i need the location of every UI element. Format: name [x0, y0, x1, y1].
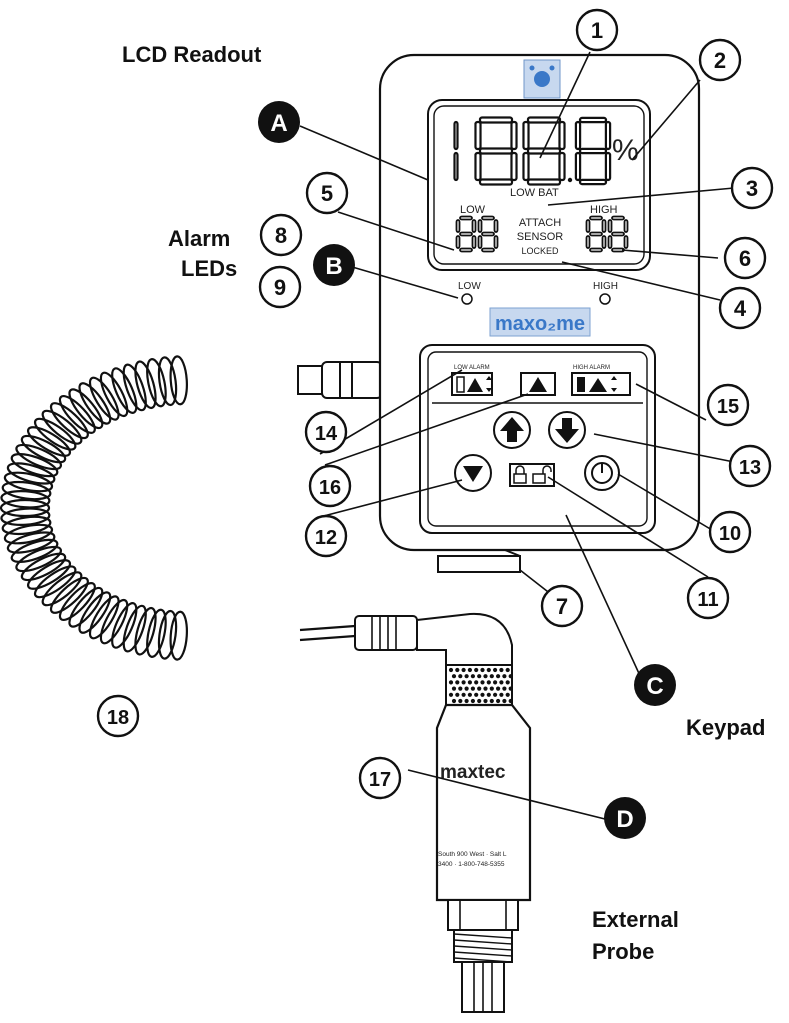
probe-knurled-collar: [448, 667, 513, 704]
svg-text:17: 17: [369, 769, 391, 791]
lcd-display: % LOW BAT LOW HIGH ATTACH SENSOR LOCKED: [427, 99, 651, 271]
lcd-low-bat: LOW BAT: [510, 187, 559, 199]
lock-icon: [513, 473, 527, 484]
svg-text:16: 16: [319, 477, 341, 499]
label-external-probe-line1: External: [592, 907, 679, 932]
label-keypad: Keypad: [686, 715, 765, 740]
brand-logo-icon: [523, 59, 561, 99]
callout-letter-b: B: [313, 244, 355, 286]
callout-15: 15: [706, 383, 750, 427]
svg-text:5: 5: [321, 181, 333, 206]
callout-letter-a: A: [258, 101, 300, 143]
svg-text:1: 1: [591, 18, 603, 43]
down-arrow-icon: [555, 418, 579, 443]
callout-12: 12: [304, 514, 348, 558]
cable-connector-top: [297, 361, 383, 399]
low-alarm-key[interactable]: [451, 372, 493, 396]
brand-label: maxo₂me: [489, 307, 591, 337]
callout-7: 7: [540, 584, 584, 628]
callout-5: 5: [305, 171, 349, 215]
lcd-attach: ATTACH: [519, 217, 561, 229]
lcd-decimal-point: [567, 177, 573, 183]
svg-text:A: A: [270, 110, 287, 137]
label-external-probe-line2: Probe: [592, 939, 654, 964]
up-arrow-icon: [500, 417, 524, 442]
callout-16: 16: [308, 464, 352, 508]
svg-text:B: B: [325, 253, 342, 280]
callout-3: 3: [730, 166, 774, 210]
svg-text:8: 8: [275, 223, 287, 248]
svg-text:3: 3: [746, 176, 758, 201]
callout-letter-d: D: [604, 797, 646, 839]
svg-text:6: 6: [739, 246, 751, 271]
led-low: [461, 293, 473, 305]
leader-lines: [299, 51, 735, 823]
callout-1: 1: [575, 8, 619, 52]
callout-10: 10: [708, 510, 752, 554]
callout-letter-c: C: [634, 664, 676, 706]
brand-text: maxo₂me: [495, 313, 585, 335]
svg-text:15: 15: [717, 396, 739, 418]
lcd-high-alarm-digits: [585, 215, 629, 253]
callout-13: 13: [728, 444, 772, 488]
led-high-label: HIGH: [593, 281, 618, 292]
lcd-percent-sign: %: [612, 134, 639, 167]
callout-18: 18: [96, 694, 140, 738]
power-key[interactable]: [584, 455, 620, 491]
probe-brand: maxtec: [440, 762, 506, 783]
svg-text:C: C: [646, 673, 663, 700]
lock-unlock-key[interactable]: [509, 463, 555, 487]
lcd-high-label: HIGH: [590, 204, 618, 216]
callout-14: 14: [304, 410, 348, 454]
callout-9: 9: [258, 265, 302, 309]
high-alarm-key[interactable]: [571, 372, 631, 396]
up-arrow-key[interactable]: [493, 411, 531, 449]
backlight-key[interactable]: [520, 372, 556, 396]
probe-cable: [299, 612, 513, 666]
svg-text:14: 14: [315, 423, 338, 445]
svg-text:13: 13: [739, 457, 761, 479]
lcd-locked: LOCKED: [521, 246, 559, 256]
external-probe: maxtec South 900 West · Salt L 3400 · 1-…: [435, 664, 532, 1013]
svg-text:2: 2: [714, 48, 726, 73]
keypad-low-alarm-label: LOW ALARM: [454, 365, 490, 371]
lcd-low-label: LOW: [460, 204, 486, 216]
svg-text:7: 7: [556, 594, 568, 619]
callout-8: 8: [259, 213, 303, 257]
svg-text:4: 4: [734, 296, 747, 321]
svg-text:D: D: [616, 806, 633, 833]
keypad-high-alarm-label: HIGH ALARM: [573, 365, 610, 371]
triangle-down-icon: [463, 466, 483, 482]
callout-11: 11: [686, 576, 730, 620]
svg-text:9: 9: [274, 275, 286, 300]
callout-4: 4: [718, 286, 762, 330]
callout-6: 6: [723, 236, 767, 280]
led-low-label: LOW: [458, 281, 481, 292]
lcd-low-alarm-digits: [455, 215, 499, 253]
callout-2: 2: [698, 38, 742, 82]
menu-key[interactable]: [454, 454, 492, 492]
label-alarm-leds-line2: LEDs: [181, 256, 237, 281]
lcd-sensor: SENSOR: [517, 231, 564, 243]
svg-text:10: 10: [719, 523, 741, 545]
label-alarm-leds-line1: Alarm: [168, 226, 230, 251]
callout-17: 17: [358, 756, 402, 800]
probe-address-line2: 3400 · 1-800-748-5355: [438, 861, 505, 868]
svg-text:12: 12: [315, 527, 337, 549]
svg-text:18: 18: [107, 707, 129, 729]
led-high: [599, 293, 611, 305]
down-arrow-key[interactable]: [548, 411, 586, 449]
label-lcd-readout: LCD Readout: [122, 42, 262, 67]
coiled-cable: [0, 355, 188, 661]
alarm-leds: LOW HIGH: [458, 281, 618, 305]
unlock-icon: [532, 473, 546, 484]
probe-address-line1: South 900 West · Salt L: [438, 851, 507, 858]
svg-text:11: 11: [697, 589, 718, 611]
